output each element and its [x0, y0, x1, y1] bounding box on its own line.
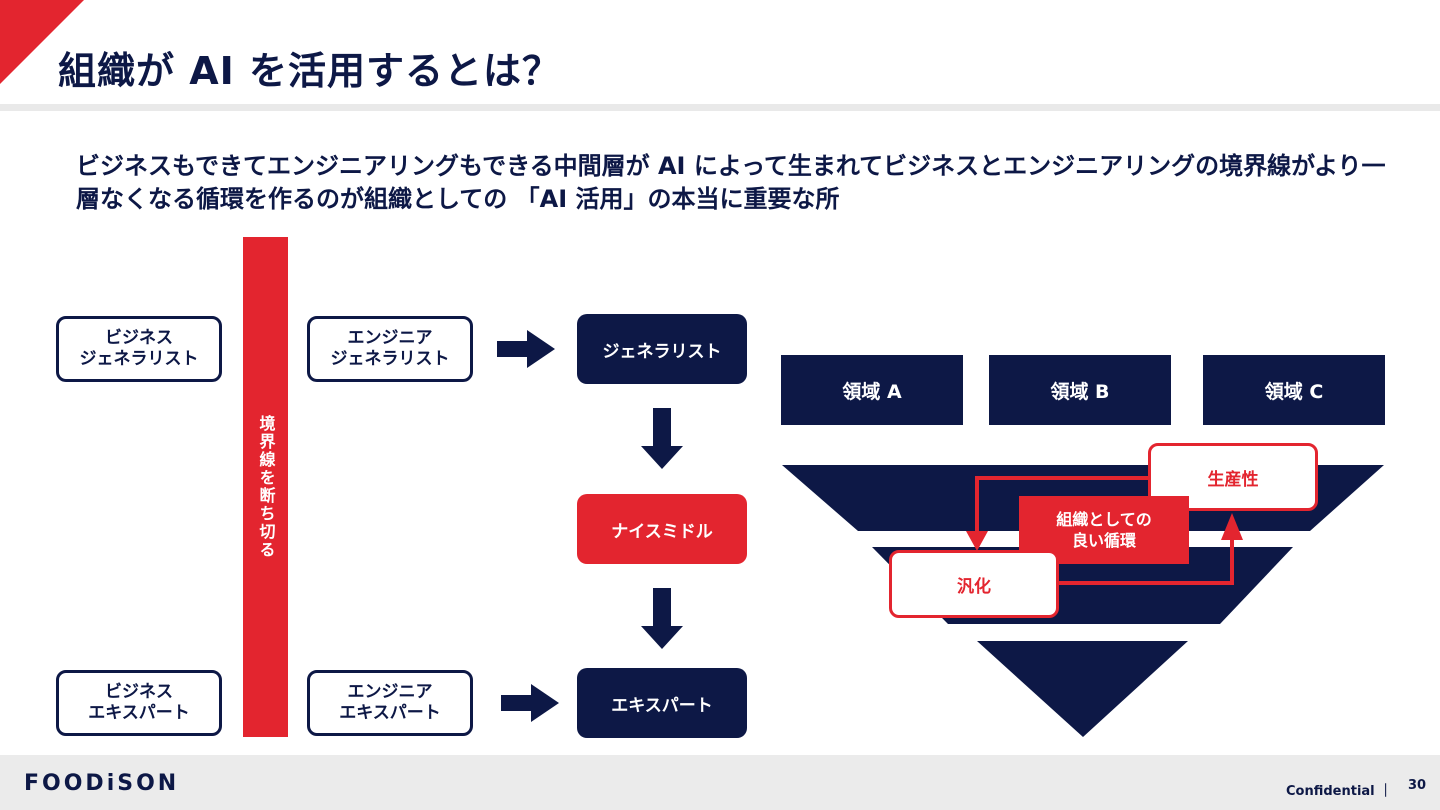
page-title: 組織が AI を活用するとは？ — [58, 49, 562, 93]
arrow-down-icon — [641, 408, 683, 469]
expert-box: エキスパート — [577, 668, 747, 738]
cycle-line-top — [975, 476, 1150, 533]
corner-accent — [0, 0, 84, 84]
arrow-right-icon — [497, 330, 555, 368]
generalization-box: 汎化 — [889, 550, 1059, 618]
domain-b-box: 領域 B — [989, 355, 1171, 425]
nice-middle-box: ナイスミドル — [577, 494, 747, 564]
page-number: 30 — [1408, 778, 1427, 793]
boundary-bar-label: 境界線を断ち切る — [256, 415, 276, 559]
company-logo: FOODiSON — [24, 771, 180, 796]
title-divider — [0, 104, 1440, 111]
engineer-expert-box: エンジニア エキスパート — [307, 670, 473, 736]
arrow-up-icon — [1221, 513, 1243, 540]
confidential-label: Confidential ｜ — [1286, 784, 1393, 799]
domain-c-box: 領域 C — [1203, 355, 1385, 425]
arrow-down-icon — [641, 588, 683, 649]
domain-a-box: 領域 A — [781, 355, 963, 425]
boundary-bar — [243, 237, 288, 737]
arrow-down-icon — [966, 531, 988, 551]
arrow-right-icon — [501, 684, 559, 722]
business-generalist-box: ビジネス ジェネラリスト — [56, 316, 222, 382]
engineer-generalist-box: エンジニア ジェネラリスト — [307, 316, 473, 382]
cycle-line-bottom — [1056, 536, 1234, 585]
pyramid-band-bottom — [977, 641, 1188, 737]
footer-bar — [0, 755, 1440, 810]
generalist-box: ジェネラリスト — [577, 314, 747, 384]
business-expert-box: ビジネス エキスパート — [56, 670, 222, 736]
slide-subtitle: ビジネスもできてエンジニアリングもできる中間層が AI によって生まれてビジネス… — [76, 152, 1386, 213]
